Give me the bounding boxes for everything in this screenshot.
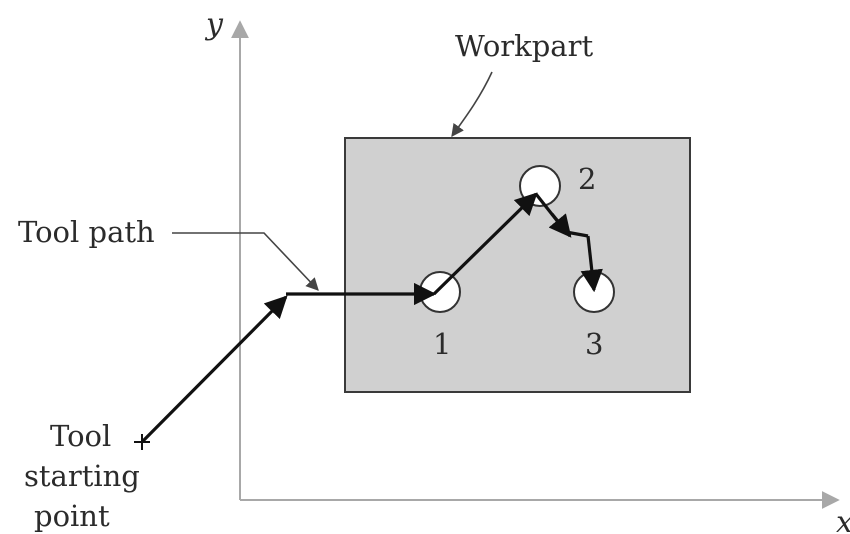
tool-path-leader-line (172, 232, 319, 291)
hole-1-label: 1 (433, 327, 451, 361)
tool-start-label-line-1: Tool (50, 419, 111, 453)
y-axis-label: y (204, 7, 224, 42)
tool-path-label: Tool path (18, 215, 155, 249)
workpart-label: Workpart (455, 29, 593, 63)
tool-path-segment-1-2 (432, 192, 538, 296)
x-axis-label: x (836, 505, 850, 534)
hole-3-label: 3 (585, 327, 603, 361)
workpart-rectangle (344, 137, 691, 393)
tool-path-segment-start (140, 295, 288, 444)
hole-2-label: 2 (578, 162, 596, 196)
tool-start-cross-marker (134, 434, 150, 450)
workpart-leader-arrow (451, 71, 493, 138)
tool-start-label-line-3: point (34, 499, 110, 533)
tool-path-segment-2-3-end (580, 235, 603, 293)
hole-1 (419, 271, 461, 313)
tool-path-arrow-mid-2-3 (548, 212, 572, 238)
tool-start-label-line-2: starting (24, 459, 140, 493)
